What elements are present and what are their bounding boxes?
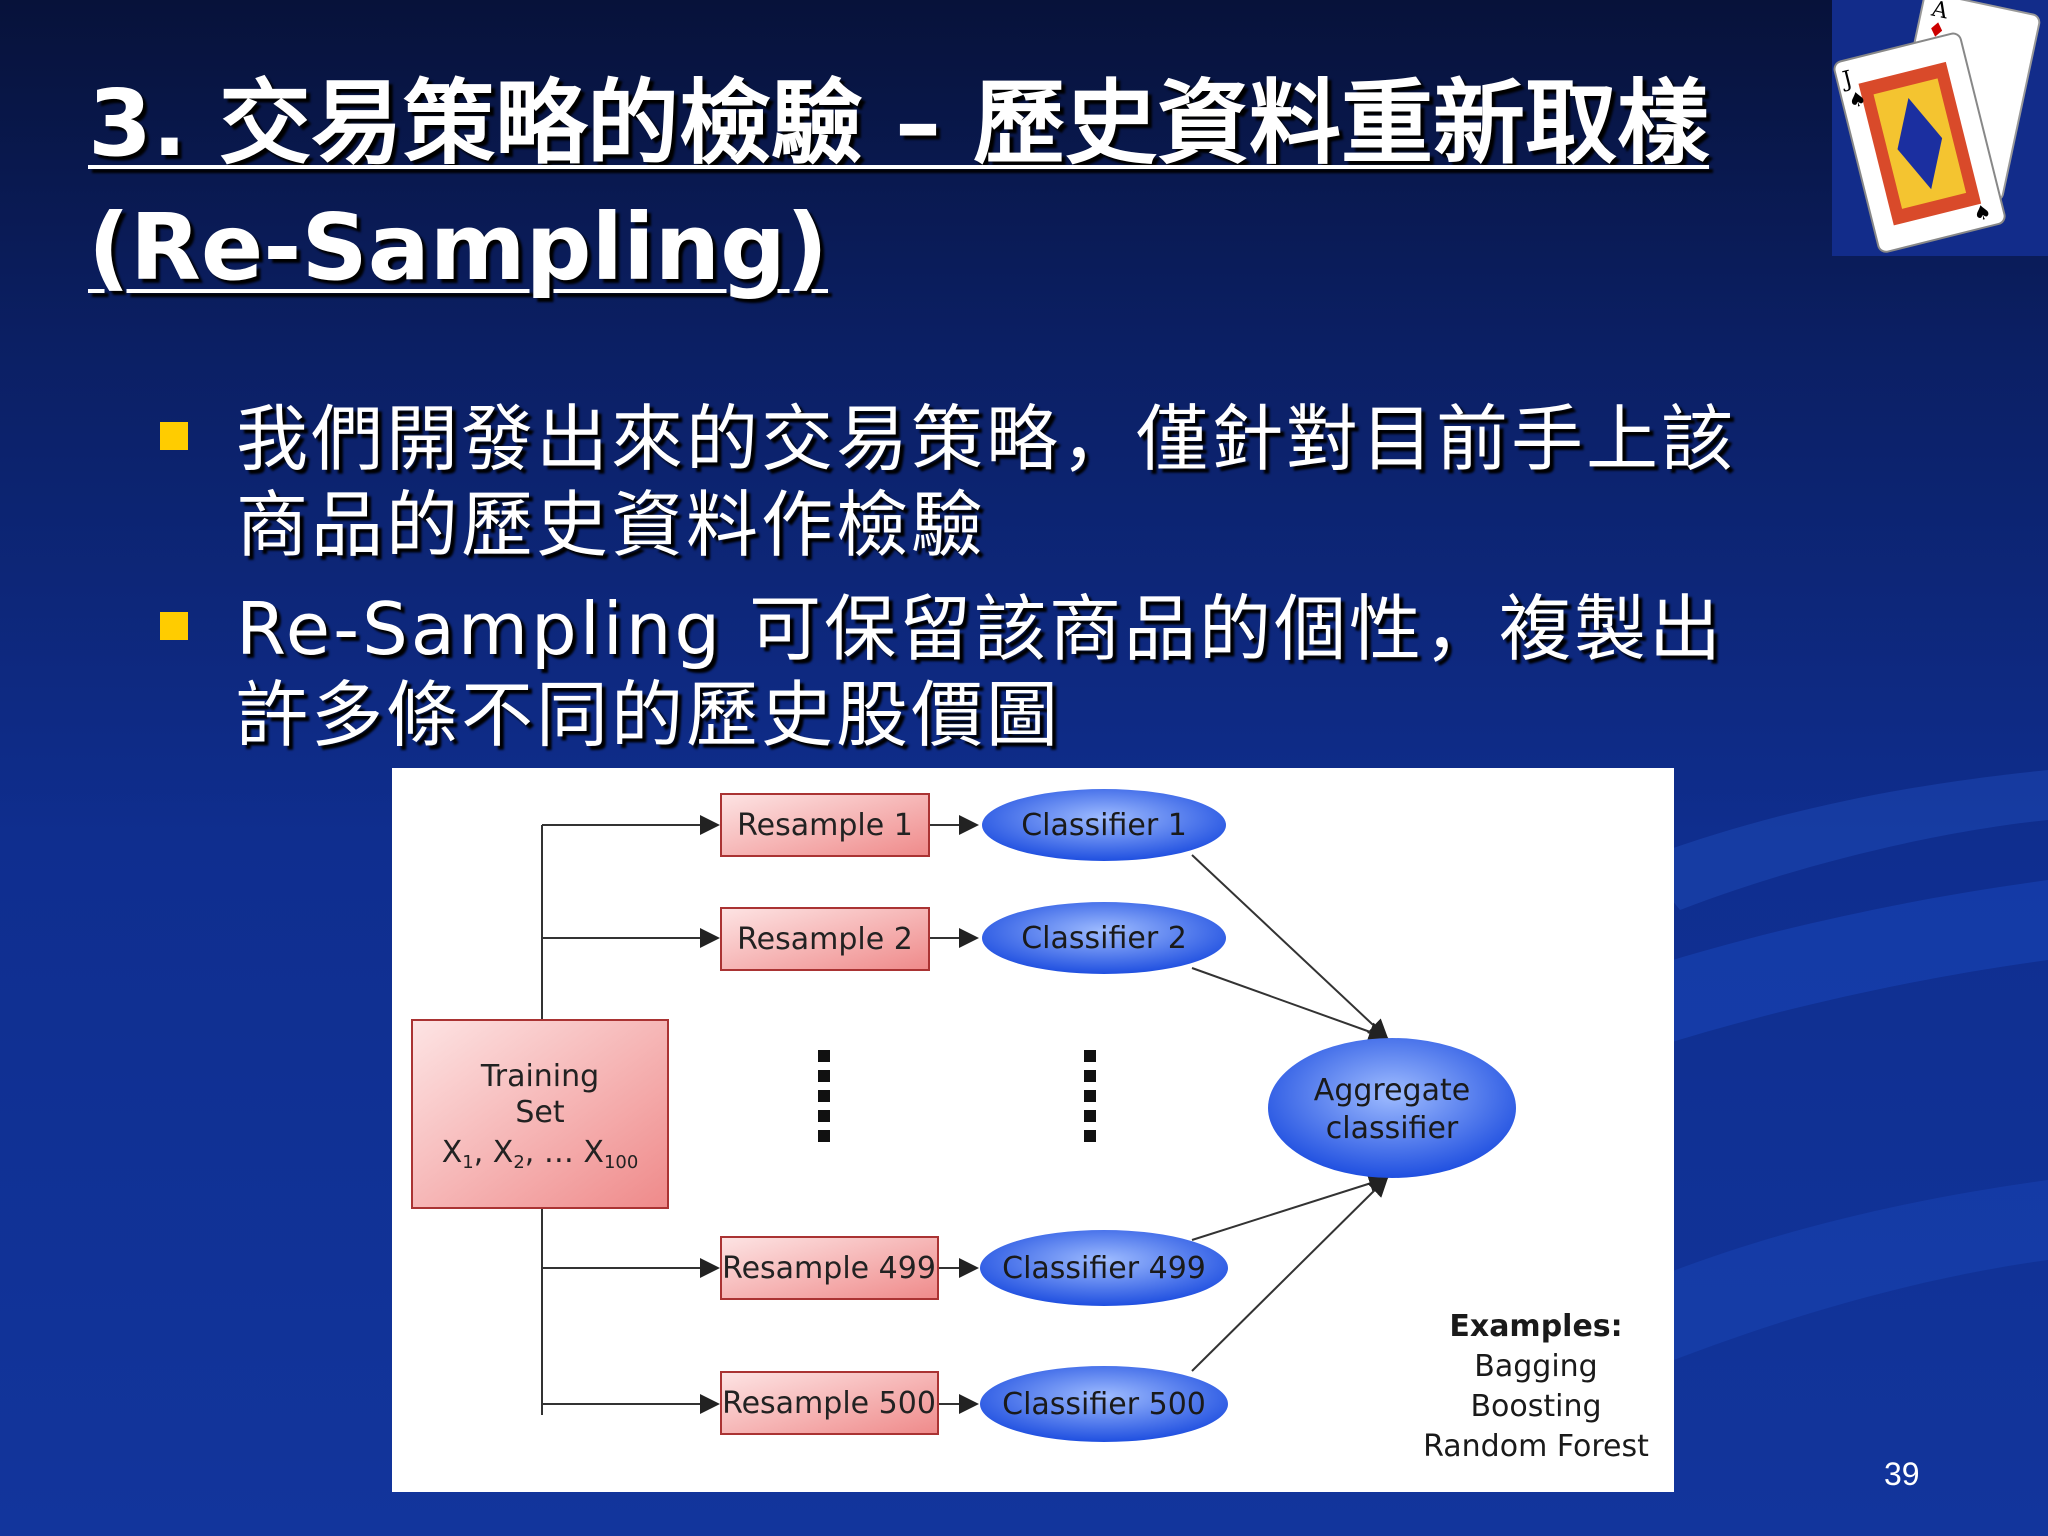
training-set-variables: X1, X2, … X100	[442, 1135, 639, 1173]
var-x2: , X	[474, 1135, 514, 1170]
bullet-text: 我們開發出來的交易策略，僅針對目前手上該商品的歷史資料作檢驗	[236, 397, 1737, 567]
classifier-ellipse: Classifier 2	[982, 902, 1226, 974]
classifier-label: Classifier 1	[1021, 808, 1187, 843]
bullet-square-icon	[160, 422, 188, 450]
aggregate-classifier-ellipse: Aggregate classifier	[1268, 1038, 1516, 1178]
ellipsis-dots-classifiers	[1084, 1050, 1096, 1142]
resample-box: Resample 2	[720, 907, 930, 971]
classifier-to-aggregate-arrows	[1191, 854, 1389, 1372]
classifier-ellipse: Classifier 1	[982, 789, 1226, 861]
svg-text:♠: ♠	[1971, 199, 1994, 227]
playing-cards-icon: A ♦ J ♠ ♠	[1833, 0, 2041, 253]
training-set-box: Training Set X1, X2, … X100	[411, 1019, 669, 1209]
resample-label: Resample 499	[722, 1251, 936, 1286]
bullet-list: 我們開發出來的交易策略，僅針對目前手上該商品的歷史資料作檢驗 Re-Sampli…	[160, 396, 1780, 776]
aggregate-label-line1: Aggregate	[1314, 1073, 1470, 1108]
page-number: 39	[1884, 1456, 1920, 1492]
classifier-ellipse: Classifier 500	[980, 1366, 1228, 1442]
diagram-canvas: Training Set X1, X2, … X100 Resample 1 R…	[411, 789, 1649, 1464]
bullet-item: 我們開發出來的交易策略，僅針對目前手上該商品的歷史資料作檢驗	[160, 396, 1780, 568]
training-set-label-line1: Training	[480, 1059, 599, 1094]
resample-label: Resample 2	[737, 922, 913, 957]
resample-box: Resample 500	[720, 1371, 939, 1435]
var-x1: X	[442, 1135, 463, 1170]
ellipsis-dots-resamples	[818, 1050, 830, 1142]
training-set-label-line2: Set	[515, 1095, 565, 1130]
var-x100-subscript: 100	[604, 1152, 638, 1173]
var-x100: , … X	[525, 1135, 604, 1170]
var-x2-subscript: 2	[513, 1152, 524, 1173]
resample-box: Resample 1	[720, 793, 930, 857]
aggregate-label-line2: classifier	[1326, 1111, 1459, 1146]
classifier-label: Classifier 499	[1002, 1251, 1206, 1286]
svg-text:♠: ♠	[1846, 86, 1869, 114]
resample-box: Resample 499	[720, 1236, 939, 1300]
example-item: Bagging	[1474, 1349, 1597, 1384]
example-item: Random Forest	[1423, 1429, 1649, 1464]
svg-text:A: A	[1928, 0, 1951, 25]
resampling-diagram: Training Set X1, X2, … X100 Resample 1 R…	[392, 768, 1674, 1492]
classifier-ellipse: Classifier 499	[980, 1230, 1228, 1306]
bullet-item: Re-Sampling 可保留該商品的個性，複製出許多條不同的歷史股價圖	[160, 586, 1780, 758]
classifier-label: Classifier 2	[1021, 921, 1187, 956]
bullet-text: Re-Sampling 可保留該商品的個性，複製出許多條不同的歷史股價圖	[236, 587, 1724, 757]
playing-cards-image: A ♦ J ♠ ♠	[1832, 0, 2048, 256]
examples-list: Examples: Bagging Boosting Random Forest	[1423, 1309, 1649, 1464]
example-item: Boosting	[1470, 1389, 1601, 1424]
resample-label: Resample 500	[722, 1386, 936, 1421]
training-connectors	[541, 815, 720, 1415]
resample-to-classifier-arrows	[929, 815, 979, 1414]
var-x1-subscript: 1	[462, 1152, 473, 1173]
slide-title: 3. 交易策略的檢驗 – 歷史資料重新取樣 (Re-Sampling)	[88, 70, 1710, 301]
resample-label: Resample 1	[737, 808, 913, 843]
bullet-square-icon	[160, 612, 188, 640]
classifier-label: Classifier 500	[1002, 1387, 1206, 1422]
examples-heading: Examples:	[1449, 1309, 1622, 1344]
